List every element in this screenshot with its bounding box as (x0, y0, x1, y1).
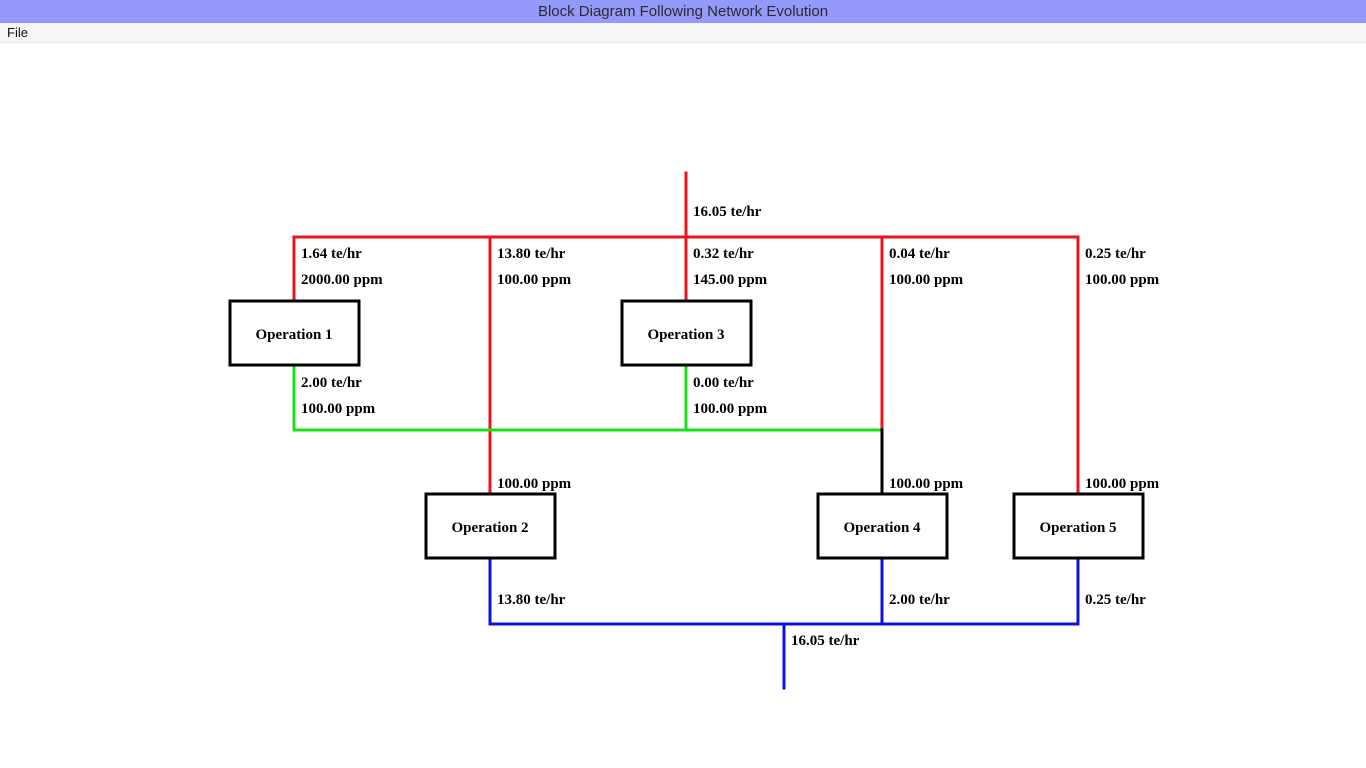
op4-branch-flow-label: 0.04 te/hr (889, 246, 950, 262)
op3-outlet-conc-label: 100.00 ppm (693, 401, 768, 417)
op3-outlet-flow-label: 0.00 te/hr (693, 375, 754, 391)
sink-flow-label: 16.05 te/hr (791, 633, 860, 649)
menu-bar: File (0, 23, 1366, 43)
window-title: Block Diagram Following Network Evolutio… (537, 3, 829, 20)
op2-inlet-conc-label: 100.00 ppm (497, 476, 572, 492)
op5-branch-flow-label: 0.25 te/hr (1085, 246, 1146, 262)
op1-outlet-flow-label: 2.00 te/hr (301, 375, 362, 391)
menu-file[interactable]: File (7, 25, 28, 40)
op3-inlet-flow-label: 0.32 te/hr (693, 246, 754, 262)
op1-inlet-flow-label: 1.64 te/hr (301, 246, 362, 262)
operation-3-block[interactable] (620, 299, 753, 367)
op4-outlet-flow-label: 2.00 te/hr (889, 592, 950, 608)
operation-4-block[interactable] (816, 492, 949, 560)
operation-1-block[interactable] (228, 299, 361, 367)
operation-2-label: Operation 2 (451, 520, 528, 536)
op3-inlet-conc-label: 145.00 ppm (693, 272, 768, 288)
window-title-bar: Block Diagram Following Network Evolutio… (0, 0, 1366, 23)
operation-5-label: Operation 5 (1039, 520, 1116, 536)
op1-outlet-conc-label: 100.00 ppm (301, 401, 376, 417)
op5-outlet-flow-label: 0.25 te/hr (1085, 592, 1146, 608)
operation-5-block[interactable] (1012, 492, 1145, 560)
op4-inlet-conc-label: 100.00 ppm (889, 476, 964, 492)
operation-3-label: Operation 3 (647, 327, 724, 343)
operation-2-block[interactable] (424, 492, 557, 560)
op5-branch-conc-label: 100.00 ppm (1085, 272, 1160, 288)
op2-outlet-flow-label: 13.80 te/hr (497, 592, 566, 608)
operation-1-label: Operation 1 (255, 327, 332, 343)
op5-inlet-conc-label: 100.00 ppm (1085, 476, 1160, 492)
op4-branch-conc-label: 100.00 ppm (889, 272, 964, 288)
source-flow-label: 16.05 te/hr (693, 204, 762, 220)
op1-inlet-conc-label: 2000.00 ppm (301, 272, 383, 288)
operation-4-label: Operation 4 (843, 520, 921, 536)
op2-branch-flow-label: 13.80 te/hr (497, 246, 566, 262)
op2-branch-conc-label: 100.00 ppm (497, 272, 572, 288)
